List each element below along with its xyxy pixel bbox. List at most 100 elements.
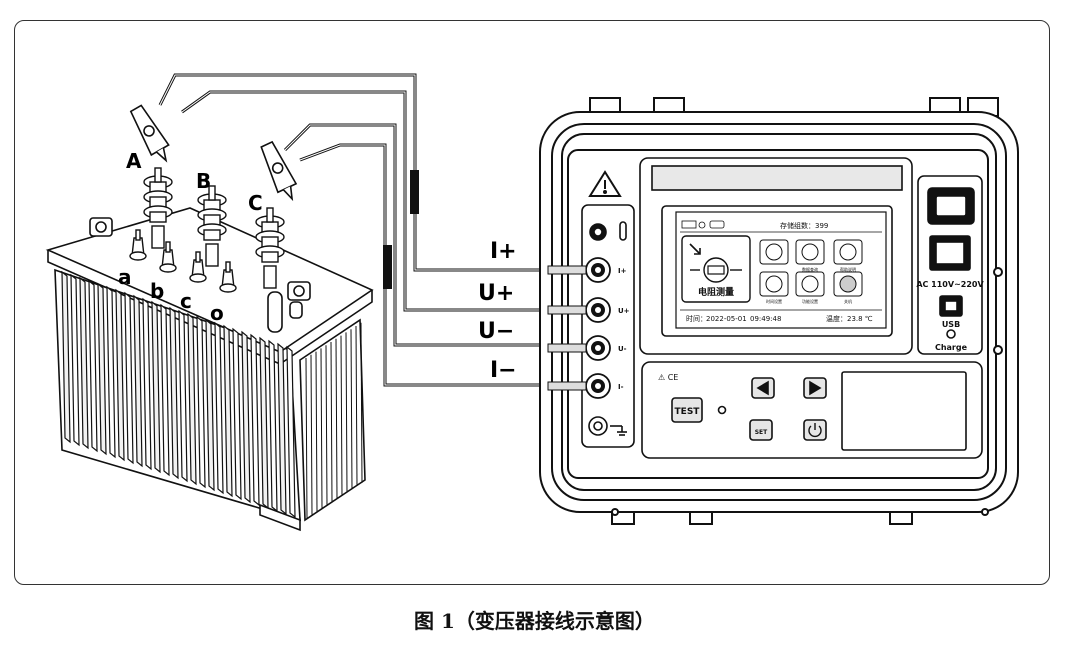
side-fin-group [305, 322, 363, 519]
tile-icon [765, 275, 783, 293]
tile-label: 时间设置 [766, 298, 782, 304]
port-label: I+ [618, 267, 627, 275]
lv-bushing [189, 251, 207, 283]
warning-icon [588, 170, 622, 197]
lead-label-u-minus: U− [478, 319, 514, 344]
radiator-fin [259, 336, 269, 510]
lead-label-i-minus: I− [490, 358, 517, 383]
radiator-fin [160, 303, 170, 477]
tile-icon [765, 243, 783, 261]
side-fin [305, 357, 308, 519]
ground-terminal [588, 416, 627, 436]
charge-led [946, 329, 956, 339]
lv-bushing [129, 229, 147, 261]
terminal-label-c: c [180, 289, 192, 313]
radiator-fin [286, 345, 296, 519]
cable-tie [383, 245, 392, 289]
side-fin [360, 322, 363, 483]
temperature-value: 温度：23.8 ℃ [826, 314, 873, 323]
storage-count: 存储组数：399 [780, 221, 828, 230]
radiator-fin [232, 327, 242, 501]
lv-bushing [159, 241, 177, 273]
bluetooth-icon [698, 221, 706, 229]
radiator-fin [268, 339, 278, 513]
hv-bushing [255, 207, 285, 289]
radiator-fin [88, 279, 98, 453]
radiator-fin [223, 324, 233, 498]
cable-tie [410, 170, 419, 214]
tile-label: 关机 [844, 298, 852, 304]
side-fin [345, 332, 348, 493]
side-fin [310, 354, 313, 515]
display-window [841, 371, 967, 451]
port-pin [595, 345, 601, 351]
hv-bushings [143, 167, 285, 289]
tile-icon [839, 275, 857, 293]
terminal-label-C: C [248, 191, 263, 215]
lead-label-u-plus: U+ [478, 281, 514, 306]
radiator-fin [106, 285, 116, 459]
radiator-fin [151, 300, 161, 474]
port-panel [581, 204, 635, 448]
time-value: 09:49:48 [750, 315, 781, 323]
side-fin [340, 335, 343, 496]
side-fin [320, 348, 323, 509]
hv-icon [709, 220, 725, 229]
port-pin [595, 267, 601, 273]
lv-bushings [129, 229, 237, 293]
side-fin [350, 329, 353, 490]
power-usb-panel [917, 175, 983, 355]
screen-tiles: 数据查询帮助说明时间设置功能设置关机 [759, 239, 863, 304]
radiator-fin [196, 315, 206, 489]
radiator-fin [124, 291, 134, 465]
tile-icon [801, 243, 819, 261]
time-label: 时间： [686, 314, 707, 323]
side-fin [325, 345, 328, 506]
port-label: U+ [618, 307, 630, 315]
oil-gauge [267, 291, 283, 333]
radiator-fin [214, 321, 224, 495]
side-radiator [299, 318, 366, 522]
plug-sleeve [547, 343, 587, 353]
test-cables [158, 73, 585, 387]
radiator-fin [277, 342, 287, 516]
radiator-fin [61, 270, 71, 444]
hv-bushing [143, 167, 173, 249]
plug-sleeve [547, 265, 587, 275]
radiator-fin [97, 282, 107, 456]
port-pin [595, 383, 601, 389]
date-value: 2022-05-01 [706, 315, 747, 323]
radiator-fin [115, 288, 125, 462]
radiator-fin [178, 309, 188, 483]
lv-bushing [219, 261, 237, 293]
tile-icon [839, 243, 857, 261]
radiator-fin [241, 330, 251, 504]
side-fin [355, 325, 358, 487]
lead-label-i-plus: I+ [490, 239, 517, 264]
label-strip [651, 165, 903, 191]
power-label: AC 110V~220V [916, 280, 984, 289]
test-button[interactable] [671, 397, 703, 423]
set-button-label: SET [755, 429, 768, 436]
radiator-fin [133, 294, 143, 468]
figure-caption: 图 1（变压器接线示意图） [414, 609, 655, 633]
tile-label: 功能设置 [802, 298, 818, 304]
battery-icon [681, 220, 697, 229]
usb-label: USB [942, 320, 960, 329]
status-led [717, 405, 727, 415]
radiator-fin [169, 306, 179, 480]
fin-group [61, 270, 296, 519]
side-fin [315, 351, 318, 512]
tile-label: 帮助说明 [840, 266, 856, 272]
terminal-label-A: A [126, 149, 142, 173]
radiator-fin [70, 273, 80, 447]
instrument-ports: I+U+U-I- [547, 257, 630, 399]
figure-frame [14, 20, 1050, 585]
radiator-fin [250, 333, 260, 507]
port-pin [595, 307, 601, 313]
set-button[interactable] [749, 419, 773, 441]
terminal-label-a: a [118, 265, 132, 289]
test-button-label: TEST [675, 407, 701, 417]
terminal-label-B: B [196, 169, 211, 193]
